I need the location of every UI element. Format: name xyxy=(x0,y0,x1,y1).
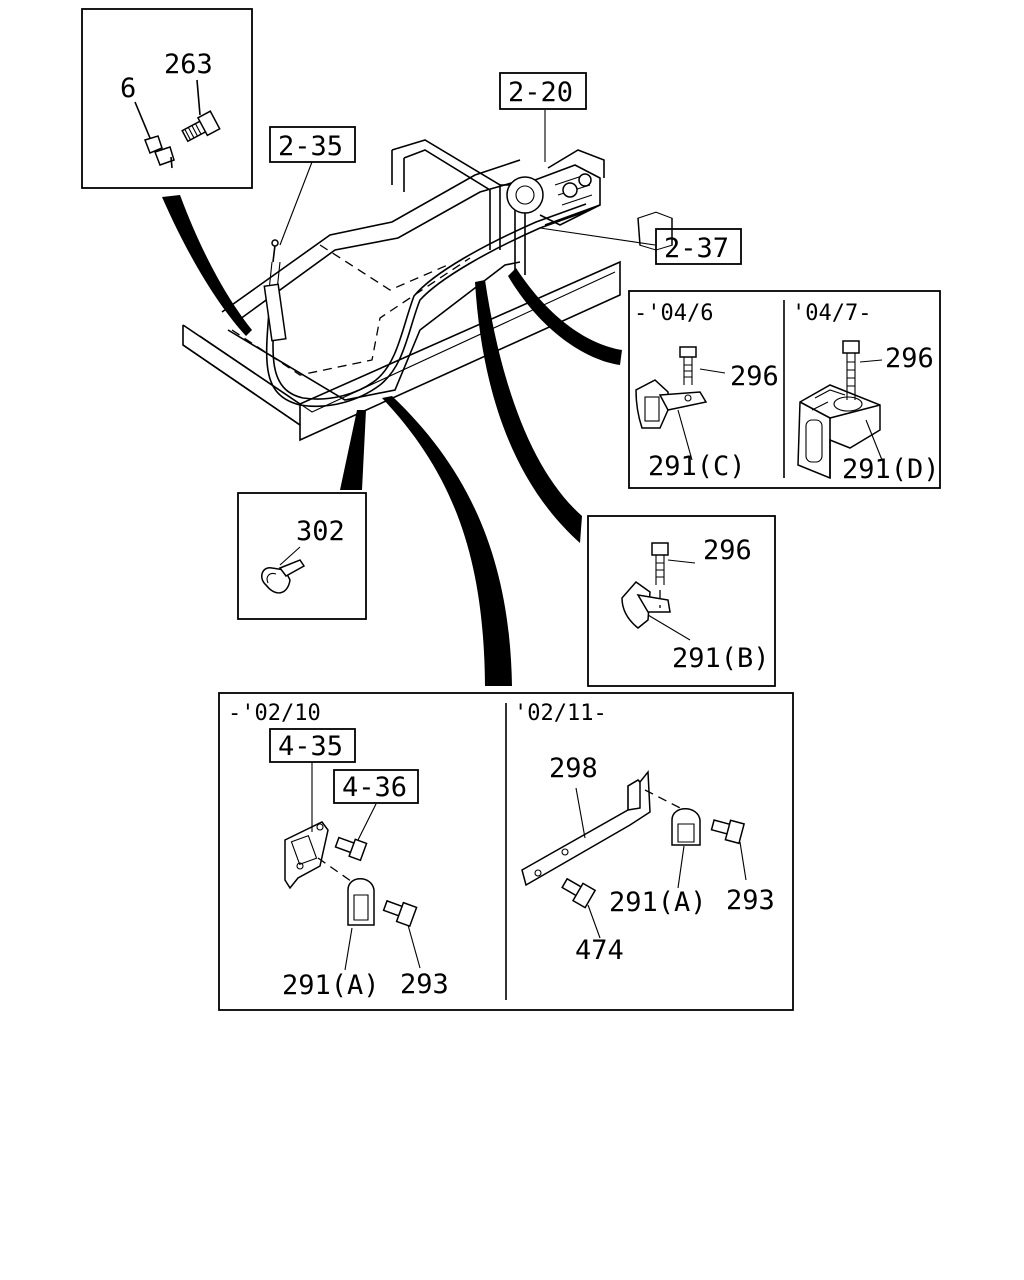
label-263: 263 xyxy=(164,49,213,80)
ref-box-2-20 xyxy=(499,72,587,110)
inset-302 xyxy=(237,492,367,620)
inset-bottom xyxy=(218,692,794,1011)
label-291-b: 291(B) xyxy=(672,643,770,674)
label-2-20: 2-20 xyxy=(508,77,573,108)
label-291-a-left: 291(A) xyxy=(282,970,380,1001)
inset-291-c-d xyxy=(628,211,941,489)
ref-box-4-36 xyxy=(333,769,419,804)
leader-arrows xyxy=(162,195,622,686)
label-296-b: 296 xyxy=(703,535,752,566)
label-296-c: 296 xyxy=(730,361,779,392)
label-293-right: 293 xyxy=(726,885,775,916)
date-04-7: '04/7- xyxy=(792,301,871,326)
inset-263 xyxy=(81,8,253,189)
label-302: 302 xyxy=(296,516,345,547)
label-2-35: 2-35 xyxy=(278,131,343,162)
label-296-d: 296 xyxy=(885,343,934,374)
label-291-c: 291(C) xyxy=(648,451,746,482)
ref-box-2-37 xyxy=(655,228,742,265)
label-4-36: 4-36 xyxy=(342,772,407,803)
ref-box-2-35 xyxy=(269,126,356,163)
frame-assembly xyxy=(182,139,621,442)
reference-leaders xyxy=(279,110,656,246)
label-6: 6 xyxy=(120,73,136,104)
label-474: 474 xyxy=(575,935,624,966)
label-4-35: 4-35 xyxy=(278,731,343,762)
date-04-6: -'04/6 xyxy=(634,301,713,326)
date-02-10: -'02/10 xyxy=(228,701,321,726)
inset-291-b xyxy=(587,515,776,687)
label-291-a-right: 291(A) xyxy=(609,887,707,918)
label-293-left: 293 xyxy=(400,969,449,1000)
label-291-d: 291(D) xyxy=(842,454,940,485)
ref-box-4-35 xyxy=(269,728,356,763)
date-02-11: '02/11- xyxy=(514,701,607,726)
label-298: 298 xyxy=(549,753,598,784)
label-2-37: 2-37 xyxy=(664,233,729,264)
